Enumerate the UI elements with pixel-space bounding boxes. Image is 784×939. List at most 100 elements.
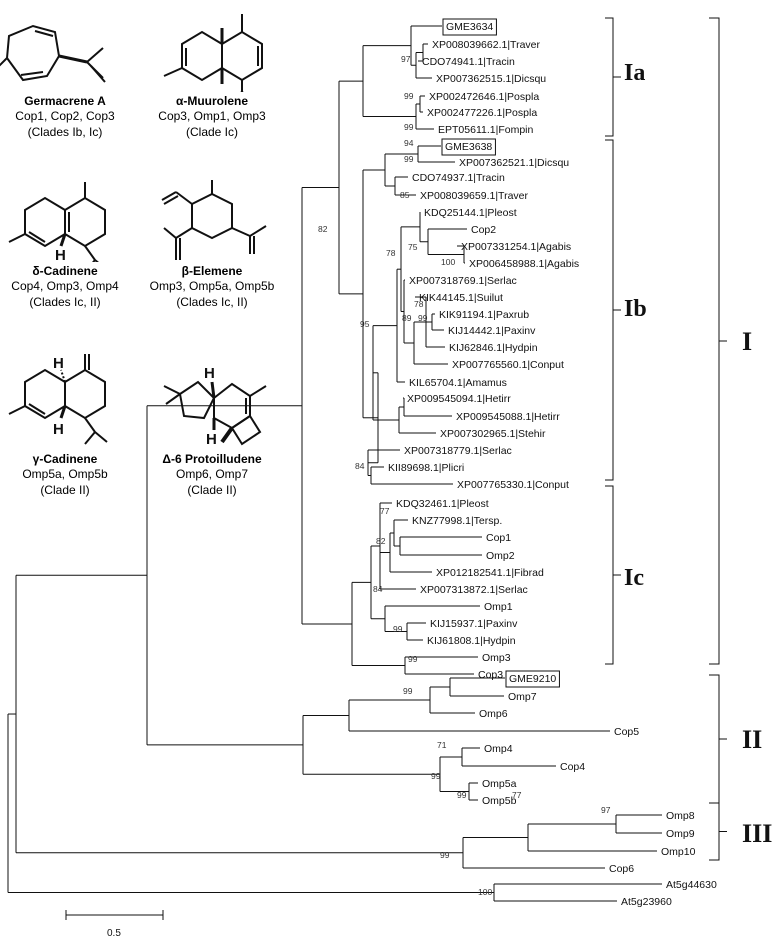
bootstrap-value: 77	[512, 790, 522, 800]
compound-beta-elemene: β-Elemene Omp3, Omp5a, Omp5b (Clades Ic,…	[142, 180, 282, 310]
bracket-ia	[605, 17, 614, 137]
leaf-label: XP007765560.1|Conput	[452, 359, 564, 371]
bootstrap-value: 84	[355, 461, 365, 471]
leaf-label: At5g44630	[666, 879, 717, 891]
bootstrap-value: 95	[360, 319, 370, 329]
leaf-label: XP002477226.1|Pospla	[427, 107, 537, 119]
leaf-label: Cop1	[486, 532, 511, 544]
leaf-label: EPT05611.1|Fompin	[438, 124, 533, 136]
leaf-label: XP007318769.1|Serlac	[409, 275, 517, 287]
leaf-label: GME9210	[509, 673, 556, 685]
compound-name: Δ-6 Protoilludene	[162, 452, 262, 466]
compound-enzymes: Cop3, Omp1, Omp3	[158, 109, 266, 123]
leaf-label: Omp2	[486, 550, 515, 562]
leaf-label: KDQ32461.1|Pleost	[396, 498, 489, 510]
bootstrap-value: 84	[373, 584, 383, 594]
germacrene-a-structure	[0, 24, 106, 83]
leaf-label: XP007318779.1|Serlac	[404, 445, 512, 457]
bootstrap-value: 99	[440, 850, 450, 860]
compound-enzymes: Omp5a, Omp5b	[22, 467, 108, 481]
bootstrap-value: 100	[441, 257, 455, 267]
leaf-label: KIJ62846.1|Hydpin	[449, 342, 538, 354]
bracket-ic	[605, 485, 614, 665]
clade-brackets	[605, 17, 727, 861]
leaf-label: Omp4	[484, 743, 513, 755]
compound-enzymes: Omp6, Omp7	[175, 467, 249, 481]
atom-label: H	[204, 365, 215, 382]
delta-cadinene-structure: H	[8, 182, 106, 262]
leaf-label: XP007765330.1|Conput	[457, 479, 569, 491]
bootstrap-value: 99	[418, 313, 428, 323]
compound-clades: (Clade II)	[187, 483, 237, 497]
bootstrap-value: 99	[393, 624, 403, 634]
leaf-label: XP007362521.1|Dicsqu	[459, 157, 569, 169]
bootstrap-value: 71	[437, 740, 447, 750]
bootstrap-value: 99	[404, 122, 414, 132]
bootstrap-value: 97	[601, 805, 611, 815]
leaf-label: CDO74941.1|Tracin	[422, 56, 515, 68]
bootstrap-value: 82	[376, 536, 386, 546]
clade-label: Ic	[624, 565, 644, 591]
leaf-label: XP007313872.1|Serlac	[420, 584, 528, 596]
leaf-label: CDO74937.1|Tracin	[412, 172, 505, 184]
leaf-label: KNZ77998.1|Tersp.	[412, 515, 502, 527]
compound-delta-cadinene: H δ-Cadinene Cop4, Omp3, Omp4 (Clades Ic…	[0, 180, 135, 310]
bootstrap-value: 78	[414, 299, 424, 309]
bootstrap-value: 77	[380, 506, 390, 516]
leaf-label: Omp10	[661, 846, 696, 858]
leaf-label: XP008039659.1|Traver	[420, 190, 528, 202]
leaf-label: Omp5a	[482, 778, 517, 790]
leaf-label: KDQ25144.1|Pleost	[424, 207, 517, 219]
leaf-label: Omp1	[484, 601, 513, 613]
compound-clades: (Clade Ic)	[185, 125, 238, 139]
clade-label: I	[742, 327, 752, 356]
alpha-muurolene-structure	[163, 14, 263, 92]
bootstrap-value: 85	[400, 190, 410, 200]
bootstrap-value: 99	[404, 91, 414, 101]
highlight-box	[441, 138, 496, 156]
clade-label: Ib	[624, 296, 647, 322]
leaf-labels: GME3634XP008039662.1|TraverCDO74941.1|Tr…	[388, 18, 717, 908]
leaf-label: Cop2	[471, 224, 496, 236]
bootstrap-value: 89	[402, 313, 412, 323]
bootstrap-value: 99	[403, 686, 413, 696]
compound-alpha-muurolene: α-Muurolene Cop3, Omp1, Omp3 (Clade Ic)	[142, 10, 282, 140]
compound-name: β-Elemene	[181, 264, 243, 278]
leaf-label: Omp8	[666, 810, 695, 822]
atom-label: H	[53, 355, 64, 372]
compound-enzymes: Omp3, Omp5a, Omp5b	[149, 279, 275, 293]
gamma-cadinene-structure: H H	[8, 354, 108, 445]
leaf-label: KIJ61808.1|Hydpin	[427, 635, 516, 647]
leaf-label: Cop6	[609, 863, 634, 875]
atom-label: H	[53, 421, 64, 438]
leaf-label: KIK91194.1|Paxrub	[439, 309, 529, 321]
leaf-label: Omp9	[666, 828, 695, 840]
atom-label: H	[206, 431, 217, 448]
bracket-ii	[709, 674, 720, 804]
leaf-label: KIL65704.1|Amamus	[409, 377, 507, 389]
leaf-label: Omp7	[508, 691, 537, 703]
leaf-label: XP006458988.1|Agabis	[469, 258, 579, 270]
leaf-label: Omp6	[479, 708, 508, 720]
bootstrap-value: 82	[318, 224, 328, 234]
leaf-label: GME3638	[445, 141, 492, 153]
leaf-label: XP008039662.1|Traver	[432, 39, 540, 51]
leaf-label: Omp3	[482, 652, 511, 664]
leaf-label: Cop3	[478, 669, 503, 681]
leaf-label: XP012182541.1|Fibrad	[436, 567, 544, 579]
clade-label: III	[742, 819, 772, 848]
compound-name: Germacrene A	[24, 94, 106, 108]
leaf-label: XP009545094.1|Hetirr	[407, 393, 511, 405]
leaf-label: KIK44145.1|Suilut	[419, 292, 503, 304]
highlight-box	[505, 670, 560, 688]
bracket-i	[709, 17, 720, 665]
bootstrap-value: 97	[401, 54, 411, 64]
compound-name: δ-Cadinene	[32, 264, 98, 278]
compound-clades: (Clade II)	[40, 483, 90, 497]
bootstrap-value: 94	[404, 138, 414, 148]
compound-clades: (Clades Ic, II)	[29, 295, 101, 309]
tree-branches	[7, 25, 662, 902]
highlight-box	[442, 18, 497, 36]
